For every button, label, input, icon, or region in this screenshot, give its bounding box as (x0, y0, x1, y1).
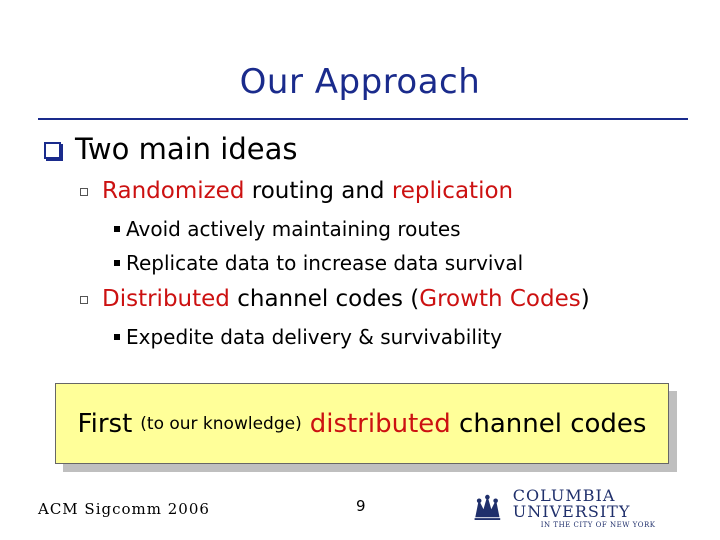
callout-rest: channel codes (450, 408, 647, 439)
sub-sub-text: Replicate data to increase data survival (126, 251, 524, 275)
logo-sub-text: IN THE CITY OF NEW YORK (540, 521, 656, 529)
sub-sub-bullet: Avoid actively maintaining routes (114, 217, 461, 241)
sub-bullet-text: Randomized routing and replication (102, 178, 513, 204)
filled-square-icon (114, 334, 120, 340)
box-bullet-icon (44, 142, 61, 159)
plain-text: ) (580, 286, 590, 312)
slide-title: Our Approach (239, 62, 481, 102)
page-number: 9 (356, 497, 366, 515)
square-bullet-icon (80, 296, 88, 304)
plain-text: channel codes ( (229, 286, 420, 312)
red-text: replication (391, 178, 514, 204)
filled-square-icon (114, 260, 120, 266)
logo-main-text: COLUMBIA UNIVERSITY (512, 486, 631, 521)
sub-bullet-text: Distributed channel codes (Growth Codes) (102, 286, 590, 312)
callout-first: First (77, 408, 133, 439)
sub-sub-bullet: Replicate data to increase data survival (114, 251, 523, 275)
crown-icon (474, 494, 501, 520)
bullet-main-ideas: Two main ideas (44, 132, 297, 166)
red-text: Growth Codes (419, 286, 581, 312)
callout-box: First (to our knowledge) distributed cha… (55, 383, 669, 464)
conference-label: ACM Sigcomm 2006 (38, 500, 210, 518)
callout-red: distributed (309, 408, 451, 439)
red-text: Distributed (102, 286, 230, 312)
square-bullet-icon (80, 188, 88, 196)
red-text: Randomized (102, 178, 245, 204)
sub-bullet-routing: Randomized routing and replication (80, 178, 513, 204)
title-divider (38, 118, 688, 120)
plain-text: routing and (244, 178, 392, 204)
sub-sub-text: Avoid actively maintaining routes (126, 217, 461, 241)
filled-square-icon (114, 226, 120, 232)
bullet-text: Two main ideas (75, 132, 298, 166)
university-logo: COLUMBIA UNIVERSITY IN THE CITY OF NEW Y… (470, 488, 720, 530)
callout-small: (to our knowledge) (140, 413, 302, 434)
sub-sub-bullet: Expedite data delivery & survivability (114, 325, 502, 349)
sub-sub-text: Expedite data delivery & survivability (126, 325, 503, 349)
sub-bullet-codes: Distributed channel codes (Growth Codes) (80, 286, 590, 312)
